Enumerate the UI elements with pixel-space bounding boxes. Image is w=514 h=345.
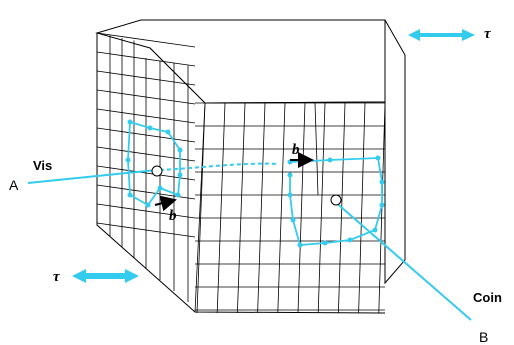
grid-line — [318, 103, 325, 313]
point-a-label: A — [9, 177, 19, 193]
grid-line — [258, 103, 265, 313]
edge-core-marker — [331, 195, 341, 205]
grid-line — [97, 33, 195, 47]
circuit-node — [148, 126, 153, 131]
screw-core-marker — [152, 166, 162, 176]
circuit-node — [166, 130, 171, 135]
circuit-node — [128, 120, 133, 125]
circuit-node — [128, 193, 133, 198]
circuit-node — [126, 158, 131, 163]
tau-label-top: τ — [484, 26, 492, 42]
shear-arrow-bottom-icon — [72, 269, 139, 283]
edge-dislocation-line — [333, 200, 471, 320]
vis-label: Vis — [33, 158, 52, 173]
crystal-top-face — [97, 20, 385, 103]
burgers-edge-label: b — [292, 142, 300, 158]
circuit-node — [323, 241, 328, 246]
circuit-node — [328, 158, 333, 163]
circuit-node — [298, 243, 303, 248]
circuit-node — [288, 193, 293, 198]
circuit-node — [291, 218, 296, 223]
circuit-node — [178, 173, 183, 178]
point-b-label: B — [479, 329, 488, 345]
grid-line — [217, 103, 225, 313]
circuit-node — [380, 180, 385, 185]
circuit-node — [380, 203, 385, 208]
grid-line — [298, 103, 305, 313]
grid-line — [278, 103, 285, 313]
circuit-node — [288, 173, 293, 178]
circuit-path — [128, 122, 180, 205]
burgers-circuits — [126, 120, 385, 248]
circuit-node — [348, 238, 353, 243]
coin-label: Coin — [473, 290, 502, 305]
circuit-node — [158, 186, 163, 191]
circuit-node — [376, 156, 381, 161]
circuit-node — [176, 193, 181, 198]
tau-label-bottom: τ — [53, 269, 61, 285]
crystal-left-face-grid — [97, 33, 205, 312]
grid-line — [237, 103, 245, 313]
step-edge — [150, 48, 205, 312]
crystal-front-face-grid — [195, 103, 385, 313]
shear-arrow-top-icon — [408, 29, 475, 41]
circuit-node — [178, 148, 183, 153]
burgers-vector-screw-arrow — [155, 200, 175, 205]
circuit-node — [146, 203, 151, 208]
circuit-node — [373, 228, 378, 233]
dislocation-line-hidden — [160, 164, 278, 170]
burgers-screw-label: b — [169, 208, 177, 224]
crystal-outline — [97, 20, 405, 313]
grid-line — [359, 103, 365, 313]
